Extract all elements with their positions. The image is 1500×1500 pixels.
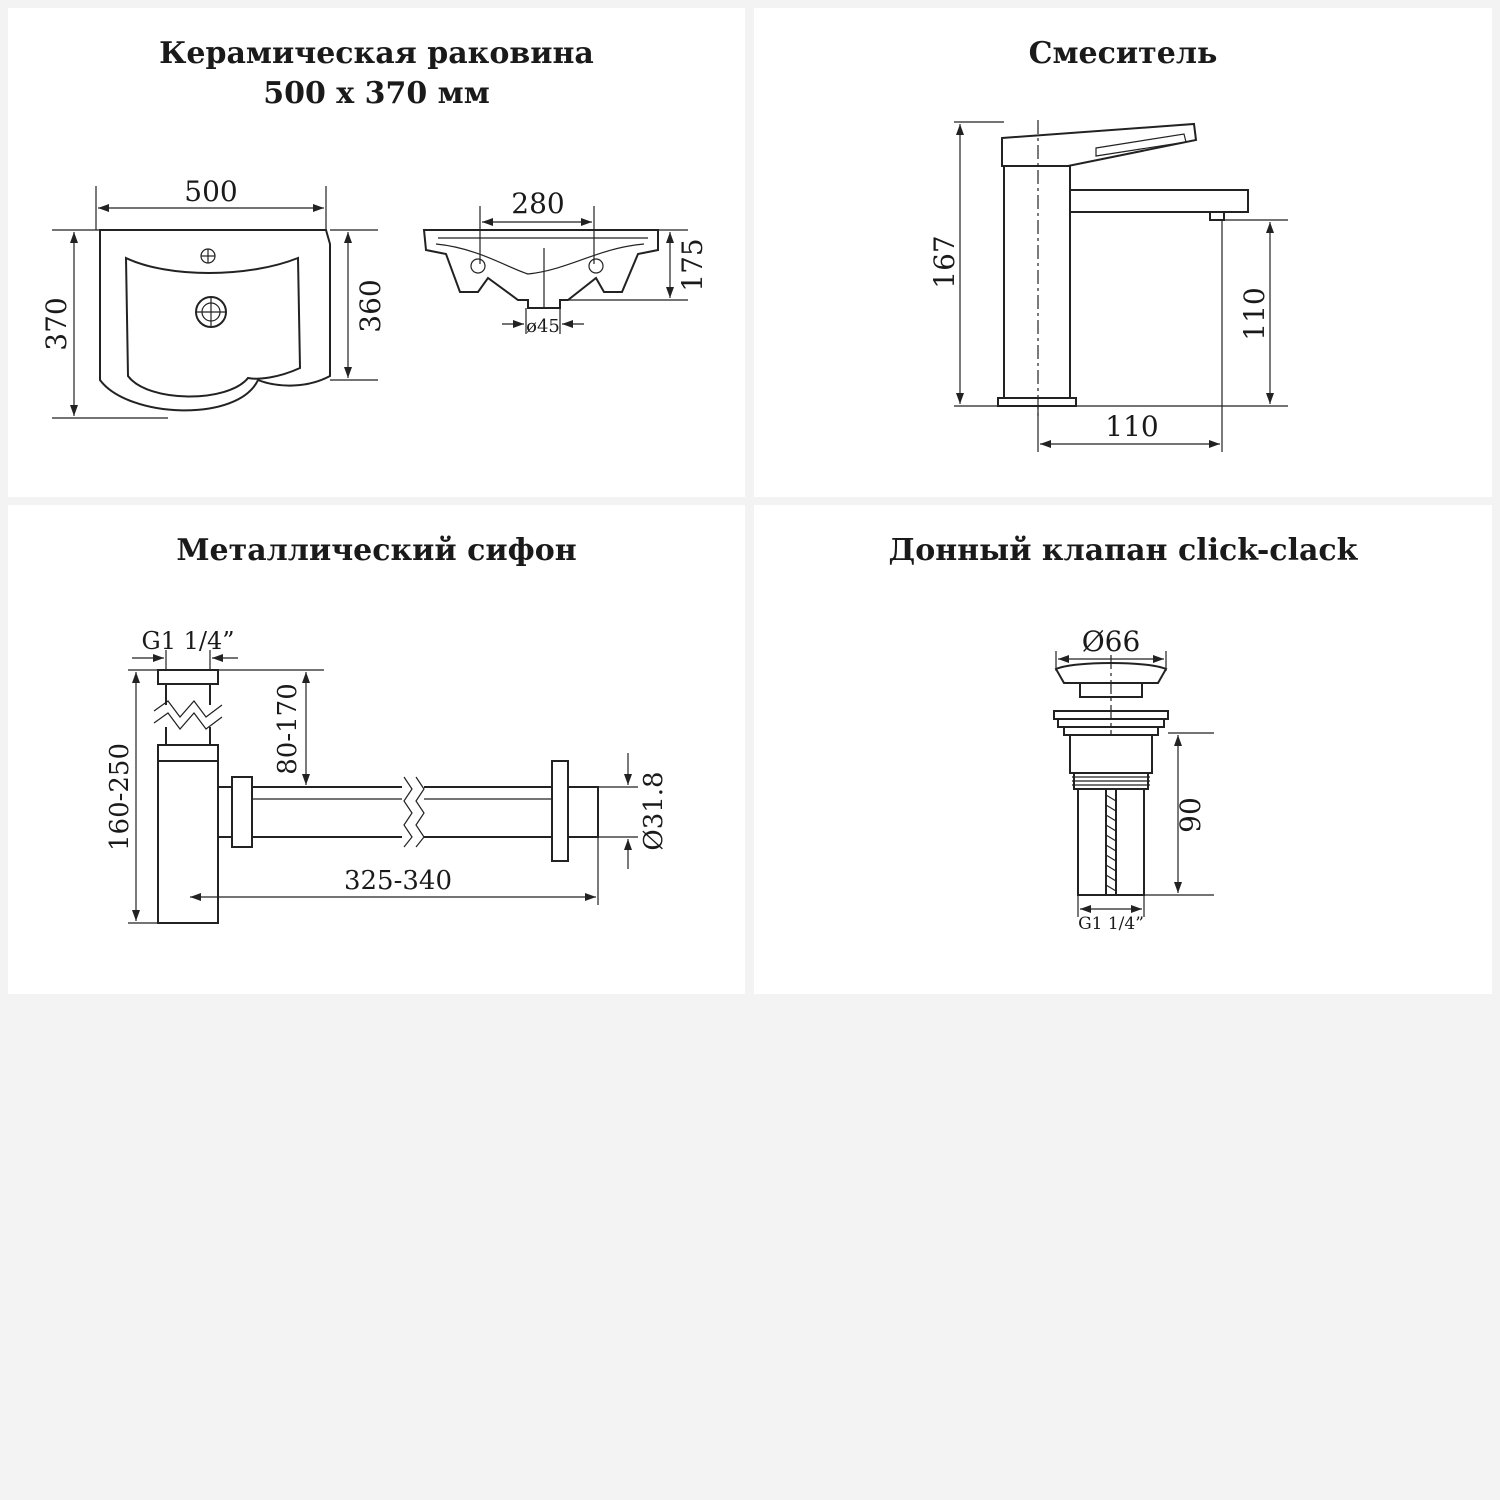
dim-mixer-height-label: 167 [928,235,961,288]
dim-height-label: 175 [676,238,709,291]
dim-siphon-thread: G1 1/4” [132,627,238,670]
dim-depth-outer-label: 370 [40,297,73,350]
dim-bowl-label: 280 [511,187,564,220]
dim-siphon-height-label: 160-250 [105,743,135,851]
dim-spout-reach-label: 110 [1105,410,1158,443]
sink-title-line1: Керамическая раковина [159,36,594,71]
dim-siphon-inlet-label: 80-170 [273,683,303,775]
dim-depth-inner-label: 360 [354,279,387,332]
sink-title: Керамическая раковина 500 х 370 мм [8,34,745,114]
mixer-body [997,120,1249,418]
dim-spout-height-label: 110 [1238,287,1271,340]
dim-width-label: 500 [184,175,237,208]
valve-drawing: Ø66 90 G1 1/4” [1053,625,1214,934]
dim-spout-height: 110 [1076,219,1288,407]
dim-valve-thread: G1 1/4” [1077,895,1145,934]
sink-top-view [99,229,331,412]
dim-siphon-outlet: Ø31.8 [598,753,669,869]
dim-siphon-length: 325-340 [190,837,599,905]
siphon-title: Металлический сифон [176,533,577,568]
dim-width: 500 [95,175,327,230]
dim-valve-height: 90 [1144,732,1214,896]
dim-siphon-inlet: 80-170 [218,669,324,785]
dim-drain: ø45 [502,308,584,337]
mixer-drawing: 167 110 110 [928,120,1288,452]
sink-panel: Керамическая раковина 500 х 370 мм 500 [8,8,745,497]
dim-spout-reach: 110 [1037,220,1223,452]
dim-depth-outer: 370 [40,229,168,419]
dim-cap-label: Ø66 [1082,625,1141,658]
dim-drain-label: ø45 [526,316,560,337]
dim-siphon-length-label: 325-340 [344,866,452,896]
dim-mixer-height: 167 [928,121,1004,407]
sink-title-line2: 500 х 370 мм [263,76,490,111]
valve-panel: Донный клапан click-clack [754,505,1492,994]
siphon-drawing: G1 1/4” 160-250 80-170 325-340 Ø31.8 [105,627,669,924]
valve-body [1053,655,1169,896]
mixer-title: Смеситель [1028,36,1218,71]
dim-siphon-height: 160-250 [105,669,158,924]
dim-siphon-thread-label: G1 1/4” [142,627,235,655]
dim-height: 175 [564,229,709,301]
dim-cap: Ø66 [1055,625,1167,671]
dim-bowl: 280 [479,187,595,264]
sink-drawing: 500 370 360 280 [40,175,709,419]
siphon-panel: Металлический сифон [8,505,745,994]
mixer-panel: Смеситель 167 [754,8,1492,497]
sink-side-view [422,229,659,309]
siphon-body [153,669,599,924]
dim-depth-inner: 360 [330,229,387,381]
dim-valve-height-label: 90 [1174,797,1207,833]
valve-title: Донный клапан click-clack [888,533,1358,568]
dim-valve-thread-label: G1 1/4” [1078,914,1144,934]
dim-siphon-outlet-label: Ø31.8 [639,771,669,850]
